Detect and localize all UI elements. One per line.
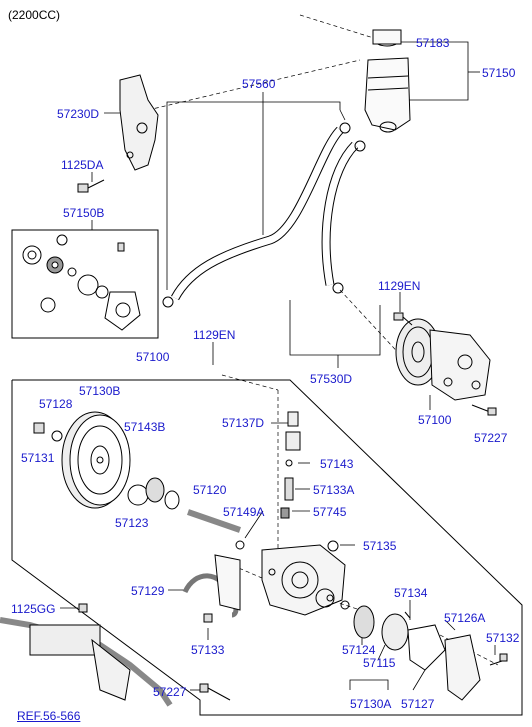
bolt-1129EN-top bbox=[393, 312, 413, 326]
part-label-57130B[interactable]: 57130B bbox=[79, 384, 121, 398]
part-label-57129[interactable]: 57129 bbox=[131, 584, 165, 598]
part-label-57745[interactable]: 57745 bbox=[313, 505, 347, 519]
part-label-57132[interactable]: 57132 bbox=[486, 631, 520, 645]
bolt-57133 bbox=[203, 613, 213, 623]
part-label-57133[interactable]: 57133 bbox=[191, 643, 225, 657]
part-label-57115[interactable]: 57115 bbox=[363, 656, 396, 670]
part-label-57133A[interactable]: 57133A bbox=[313, 483, 355, 497]
snap-ring-57123 bbox=[127, 484, 149, 506]
part-label-57149A[interactable]: 57149A bbox=[223, 505, 265, 519]
bolt-1125DA bbox=[77, 179, 105, 193]
part-label-57100-right[interactable]: 57100 bbox=[418, 413, 452, 427]
shaft-57120 bbox=[187, 509, 241, 533]
fitting-57135 bbox=[327, 540, 339, 552]
part-label-57123[interactable]: 57123 bbox=[115, 516, 149, 530]
washer-57128 bbox=[51, 430, 63, 442]
reference-link[interactable]: REF.56-566 bbox=[17, 709, 81, 723]
oring-57143 bbox=[285, 459, 293, 467]
part-label-57150B[interactable]: 57150B bbox=[63, 206, 105, 220]
cap-57137D bbox=[287, 411, 299, 427]
part-label-1129EN-mid[interactable]: 1129EN bbox=[193, 328, 236, 342]
part-label-1129EN-top[interactable]: 1129EN bbox=[378, 279, 421, 293]
steering-gear bbox=[0, 603, 173, 707]
nut-57131 bbox=[33, 422, 45, 434]
cam-57115 bbox=[381, 613, 409, 651]
part-label-57150[interactable]: 57150 bbox=[482, 66, 516, 80]
assembly-frame bbox=[11, 379, 523, 716]
part-label-57143B[interactable]: 57143B bbox=[124, 420, 166, 434]
bolt-57227-bottom bbox=[199, 683, 231, 701]
engine-spec-label: (2200CC) bbox=[8, 8, 61, 22]
spring-57745 bbox=[280, 507, 290, 519]
part-label-1125GG[interactable]: 1125GG bbox=[11, 602, 56, 616]
part-label-57124[interactable]: 57124 bbox=[342, 643, 376, 657]
kit-parts bbox=[22, 234, 141, 331]
pump-body bbox=[261, 544, 346, 616]
part-label-57120[interactable]: 57120 bbox=[193, 483, 227, 497]
part-label-57227-right[interactable]: 57227 bbox=[474, 431, 508, 445]
part-label-57128[interactable]: 57128 bbox=[39, 397, 73, 411]
reservoir bbox=[364, 29, 411, 133]
oring-1 bbox=[315, 588, 335, 608]
rotor-57124 bbox=[353, 605, 375, 639]
bracket-57230D bbox=[119, 74, 159, 171]
kit-box bbox=[11, 229, 159, 339]
part-label-57134[interactable]: 57134 bbox=[394, 586, 428, 600]
bolt-1125GG bbox=[78, 603, 88, 613]
valve-57133A bbox=[284, 477, 294, 501]
part-label-1125DA[interactable]: 1125DA bbox=[61, 158, 104, 172]
pump-assembly bbox=[395, 318, 491, 401]
bolt-57132 bbox=[489, 653, 508, 666]
part-label-57560[interactable]: 57560 bbox=[242, 77, 276, 91]
bearing-57143B bbox=[145, 477, 165, 503]
part-label-57127[interactable]: 57127 bbox=[401, 697, 435, 711]
gasket-57127 bbox=[407, 624, 446, 671]
part-label-57183[interactable]: 57183 bbox=[416, 36, 450, 50]
bolt-57227-right bbox=[471, 404, 497, 416]
cover-57126A bbox=[444, 634, 481, 701]
part-label-57143[interactable]: 57143 bbox=[320, 457, 354, 471]
part-label-57227-bottom[interactable]: 57227 bbox=[153, 685, 187, 699]
part-label-57530D[interactable]: 57530D bbox=[310, 372, 353, 386]
pin-57134 bbox=[404, 611, 411, 619]
ring-57149A bbox=[235, 540, 245, 550]
part-label-57100-main[interactable]: 57100 bbox=[136, 350, 170, 364]
part-label-57126A[interactable]: 57126A bbox=[444, 611, 486, 625]
leader-lines bbox=[60, 41, 496, 691]
part-label-57130A[interactable]: 57130A bbox=[350, 697, 392, 711]
part-label-57135[interactable]: 57135 bbox=[363, 539, 397, 553]
part-label-57230D[interactable]: 57230D bbox=[57, 107, 100, 121]
part-label-57137D[interactable]: 57137D bbox=[222, 416, 265, 430]
pulley bbox=[61, 411, 131, 509]
part-label-57131[interactable]: 57131 bbox=[21, 451, 55, 465]
